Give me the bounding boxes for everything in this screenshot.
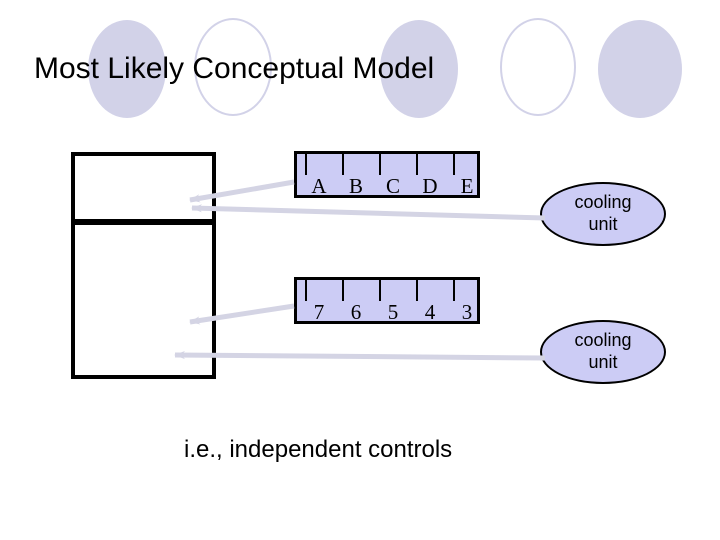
page-title: Most Likely Conceptual Model <box>34 52 435 85</box>
scale-label-group: 7 6 5 4 3 <box>297 298 477 324</box>
floor-divider-line <box>71 219 216 225</box>
cooling-unit-label-line1: cooling <box>574 330 632 351</box>
scale-label: D <box>422 174 438 198</box>
building-outline-box <box>71 152 216 379</box>
deco-ellipse-2 <box>194 18 272 116</box>
connector-cooling-to-lower-room <box>174 350 546 361</box>
cooling-unit-label-line2: unit <box>588 214 618 234</box>
scale-label: C <box>385 174 401 198</box>
cooling-unit-label-line2: unit <box>588 352 618 372</box>
scale-label: A <box>311 174 327 198</box>
deco-ellipse-3 <box>380 20 458 118</box>
deco-ellipse-1 <box>88 20 166 118</box>
scale-label: B <box>348 174 364 198</box>
connector-cooling-to-upper-room <box>191 204 546 221</box>
scale-label: 4 <box>424 300 436 324</box>
scale-label: 5 <box>387 300 399 324</box>
scale-label: 3 <box>461 300 473 324</box>
scale-label: E <box>460 174 474 198</box>
scale-bar-numbers: 7 6 5 4 3 <box>294 277 480 324</box>
deco-ellipse-4 <box>500 18 576 116</box>
caption-text: i.e., independent controls <box>184 436 453 463</box>
scale-label: 6 <box>350 300 362 324</box>
scale-label: 7 <box>313 300 325 324</box>
cooling-unit-label-line1: cooling <box>574 192 632 213</box>
deco-ellipse-5 <box>598 20 682 118</box>
